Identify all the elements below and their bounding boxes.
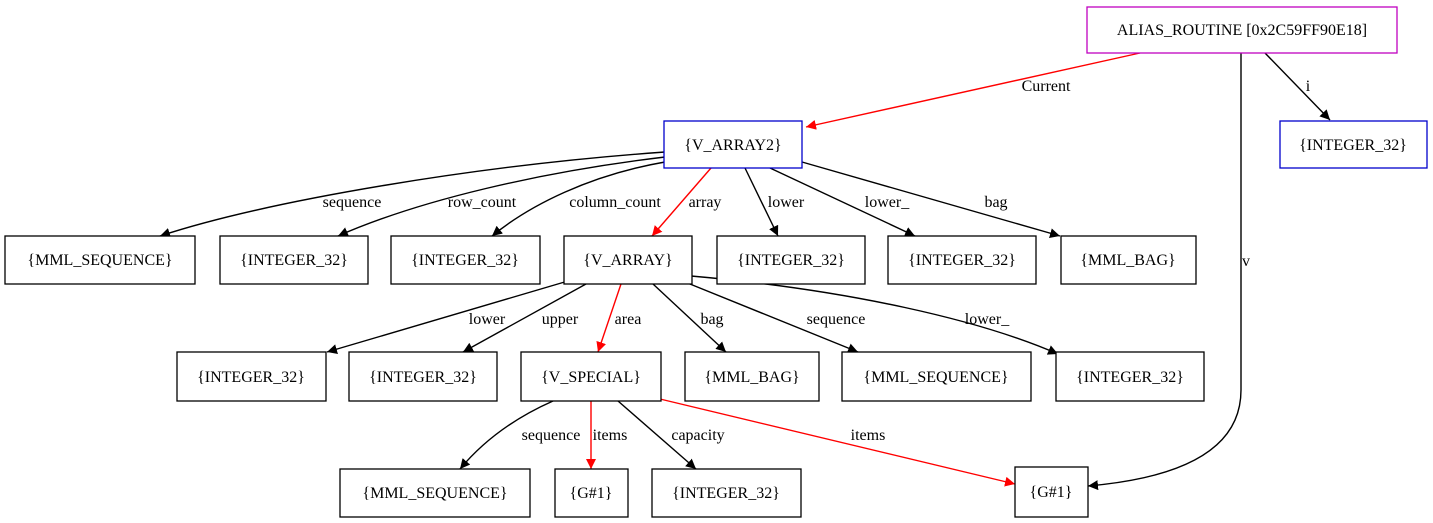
node-label: {MML_SEQUENCE}	[863, 369, 1008, 386]
edge-lower-underscore: lower_	[690, 275, 1059, 355]
edge-bag: bag	[801, 161, 1061, 239]
node-label: {G#1}	[1030, 484, 1073, 501]
edge-array[interactable]: array	[651, 167, 722, 237]
node-mml-bag[interactable]: {MML_BAG}	[1060, 235, 1197, 285]
node-integer-32-upper[interactable]: {INTEGER_32}	[348, 351, 498, 402]
node-label: {INTEGER_32}	[672, 485, 780, 502]
edge-label: i	[1306, 78, 1311, 95]
node-g1[interactable]: {G#1}	[554, 468, 629, 518]
edge-label: items	[851, 427, 886, 444]
node-label: {INTEGER_32}	[737, 252, 845, 269]
node-label: {G#1}	[570, 485, 613, 502]
edge-label: sequence	[323, 194, 382, 211]
edge-bag: bag	[652, 283, 727, 353]
node-v-array2[interactable]: {V_ARRAY2}	[663, 120, 803, 169]
node-integer-32-lower[interactable]: {INTEGER_32}	[716, 235, 866, 285]
node-label: {MML_SEQUENCE}	[362, 485, 507, 502]
node-label: {INTEGER_32}	[197, 369, 305, 386]
edge-capacity: capacity	[617, 400, 725, 470]
node-v-special[interactable]: {V_SPECIAL}	[520, 351, 662, 402]
node-integer-32-column-count[interactable]: {INTEGER_32}	[390, 235, 541, 285]
node-integer-32-lower[interactable]: {INTEGER_32}	[176, 351, 327, 402]
edge-label: lower	[469, 311, 506, 328]
edge-lower-underscore: lower_	[769, 167, 916, 237]
edge-sequence: sequence	[459, 400, 581, 470]
edge-area[interactable]: area	[596, 283, 642, 353]
node-label: {V_SPECIAL}	[541, 369, 641, 386]
edge-label: lower_	[965, 311, 1010, 328]
edge-label: capacity	[671, 427, 724, 444]
node-label: {V_ARRAY2}	[684, 137, 781, 154]
edge-row-count: row_count	[337, 156, 666, 237]
edge-v: v	[1087, 53, 1250, 491]
edge-lower: lower	[326, 280, 569, 354]
node-label: {MML_SEQUENCE}	[27, 252, 172, 269]
edge-label: Current	[1022, 78, 1071, 95]
edge-sequence: sequence	[159, 151, 666, 238]
node-integer-32-lower-underscore[interactable]: {INTEGER_32}	[887, 235, 1037, 285]
edge-label: lower	[768, 194, 805, 211]
edge-lower: lower	[744, 167, 805, 237]
edge-label: bag	[984, 194, 1007, 211]
node-v-array[interactable]: {V_ARRAY}	[563, 235, 693, 285]
node-mml-sequence[interactable]: {MML_SEQUENCE}	[4, 235, 196, 285]
edge-label: lower_	[865, 194, 910, 211]
edge-label: v	[1242, 253, 1250, 270]
edge-column-count: column_count	[491, 161, 666, 237]
edge-items[interactable]: items	[659, 398, 1016, 487]
node-alias-routine[interactable]: ALIAS_ROUTINE [0x2C59FF90E18]	[1086, 6, 1398, 54]
node-label: {INTEGER_32}	[369, 369, 477, 386]
edge-current: Current	[805, 52, 1141, 130]
node-integer-32-row-count[interactable]: {INTEGER_32}	[219, 235, 369, 285]
node-label: {INTEGER_32}	[240, 252, 348, 269]
edge-label: bag	[700, 311, 723, 328]
edge-label: column_count	[569, 194, 661, 211]
edge-label: items	[593, 427, 628, 444]
node-mml-sequence[interactable]: {MML_SEQUENCE}	[339, 468, 531, 518]
edge-label: array	[689, 194, 722, 211]
node-label: {INTEGER_32}	[908, 252, 1016, 269]
node-mml-bag[interactable]: {MML_BAG}	[684, 351, 820, 402]
edge-label: area	[615, 311, 642, 328]
edge-upper: upper	[462, 283, 587, 353]
edge-i: i	[1264, 52, 1331, 121]
node-g1[interactable]: {G#1}	[1014, 466, 1089, 518]
node-label: {V_ARRAY}	[583, 252, 672, 269]
node-label: {MML_BAG}	[704, 369, 799, 386]
node-label: {INTEGER_32}	[1076, 369, 1184, 386]
node-label: {MML_BAG}	[1080, 252, 1175, 269]
edge-sequence: sequence	[684, 281, 866, 353]
node-label: {INTEGER_32}	[1299, 137, 1407, 154]
node-integer-32-i[interactable]: {INTEGER_32}	[1279, 120, 1428, 169]
node-mml-sequence[interactable]: {MML_SEQUENCE}	[841, 351, 1032, 402]
edge-items[interactable]: items	[586, 401, 628, 469]
node-label: {INTEGER_32}	[411, 252, 519, 269]
edge-label: sequence	[522, 427, 581, 444]
edge-label: sequence	[807, 311, 866, 328]
node-label: ALIAS_ROUTINE [0x2C59FF90E18]	[1117, 22, 1367, 39]
node-integer-32-capacity[interactable]: {INTEGER_32}	[651, 468, 802, 518]
edge-label: upper	[542, 311, 579, 328]
node-integer-32-lower-underscore[interactable]: {INTEGER_32}	[1055, 351, 1205, 402]
edge-label: row_count	[448, 194, 517, 211]
